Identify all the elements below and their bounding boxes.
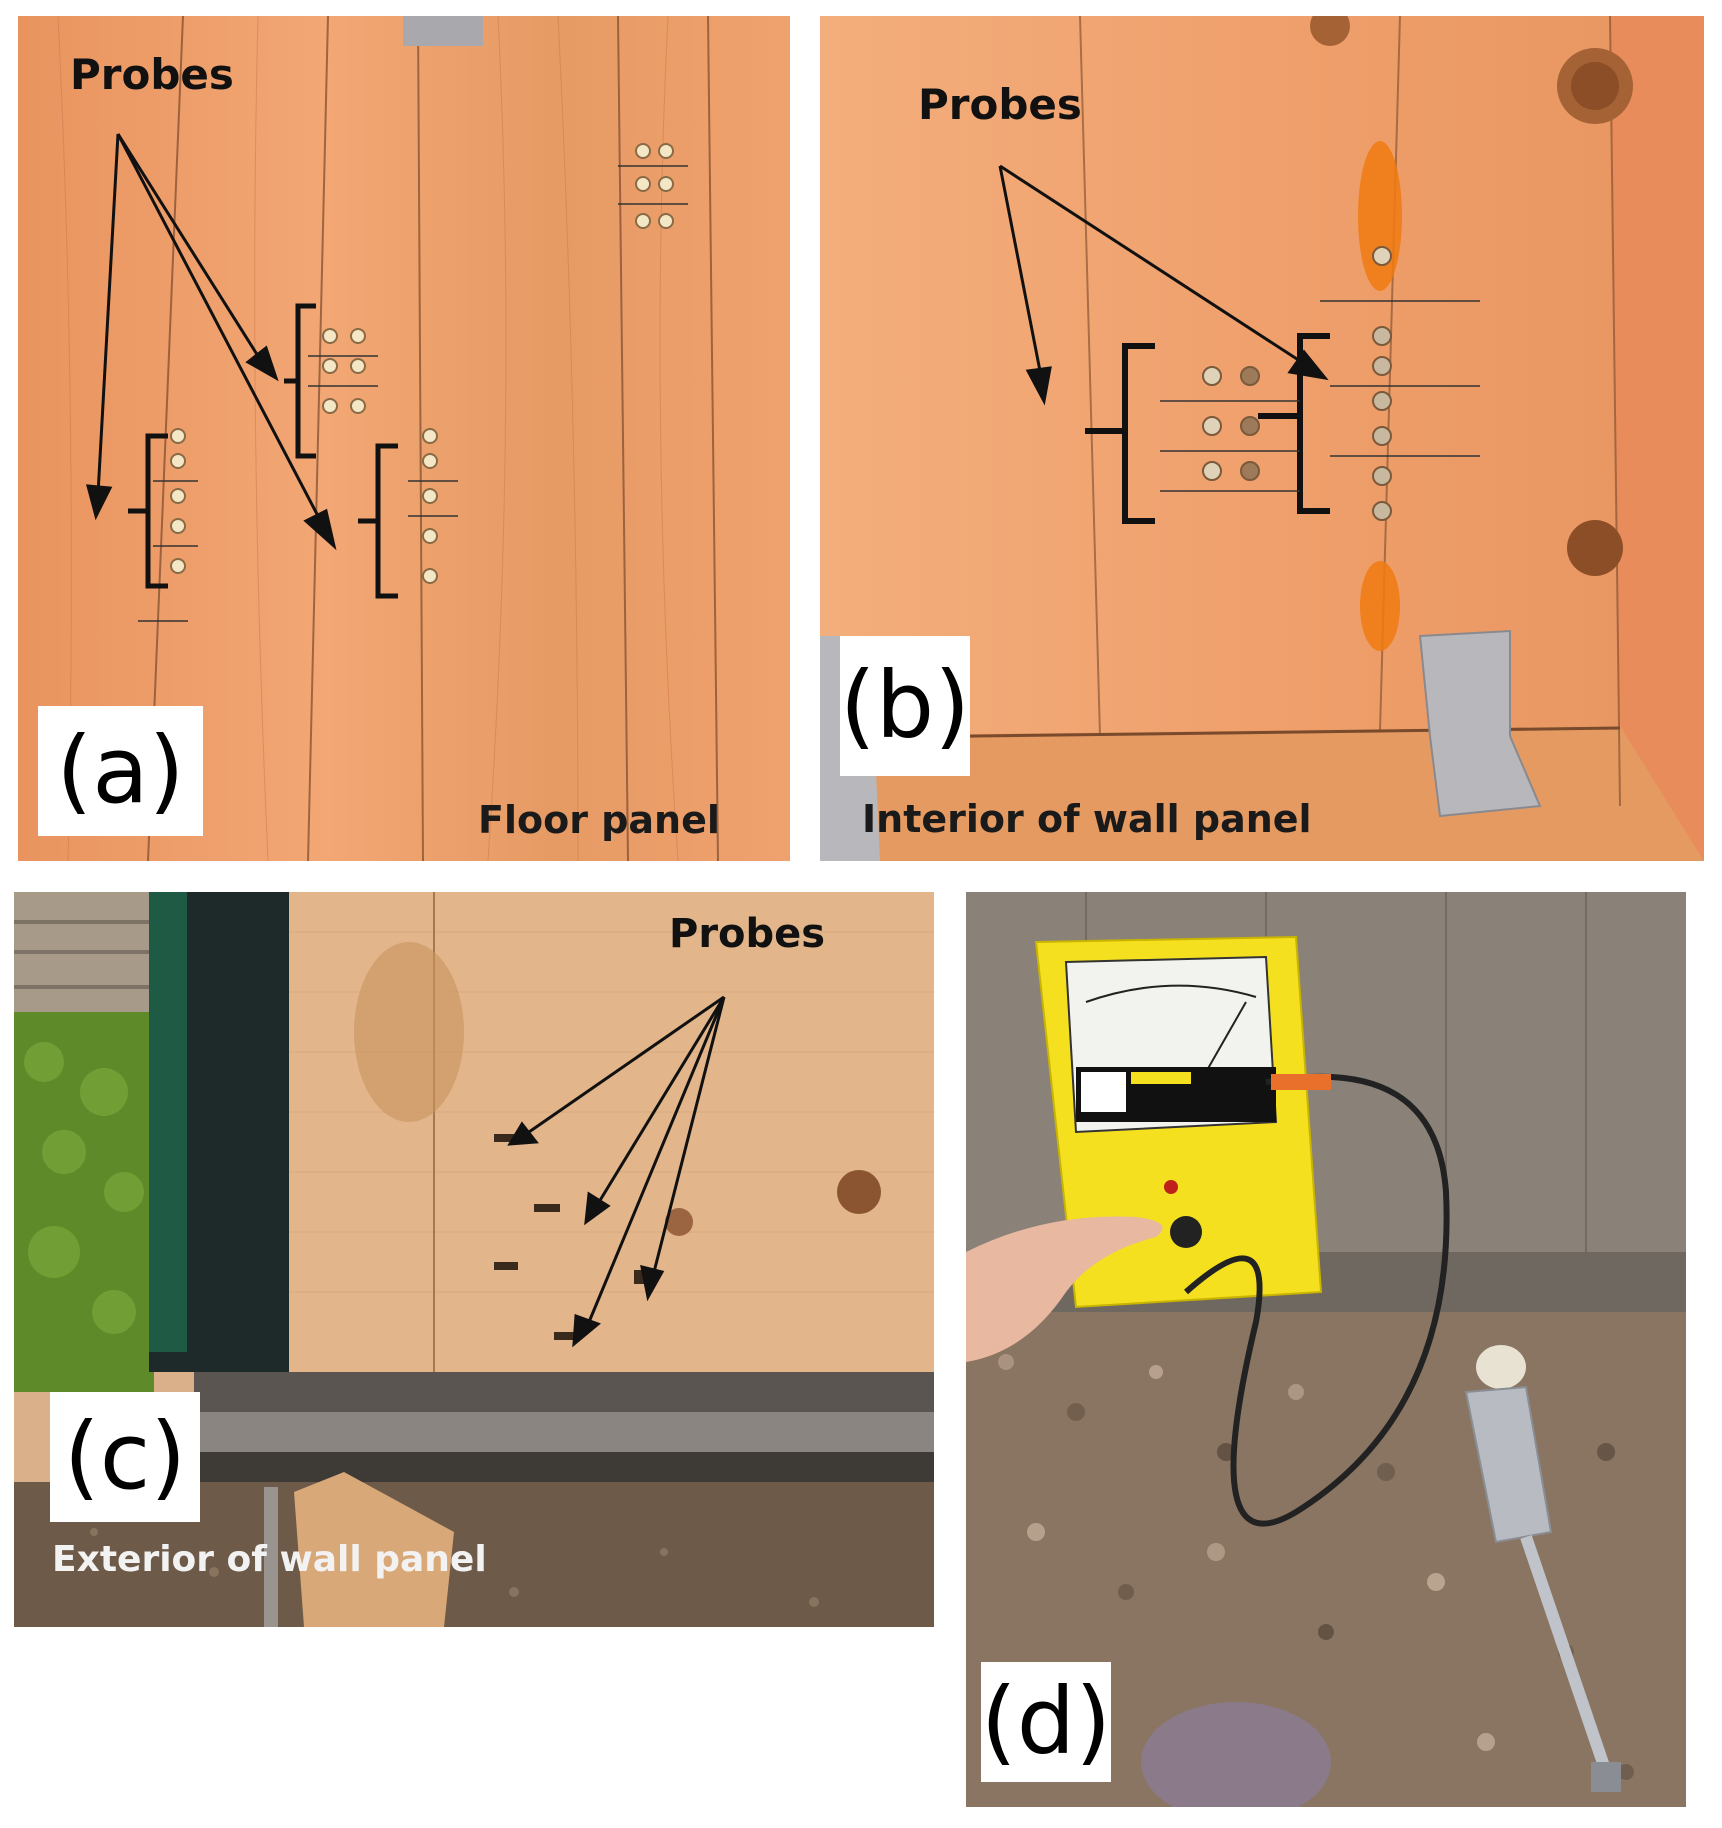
wood-knots xyxy=(1310,16,1633,576)
probes-label: Probes xyxy=(918,80,1082,129)
panel-label-b: (b) xyxy=(840,636,970,776)
meter-cable xyxy=(1184,1073,1450,1527)
floor-panel-photo: Probes (a) Floor panel xyxy=(18,16,790,861)
panel-label-a: (a) xyxy=(38,706,203,836)
probe-arrows xyxy=(85,133,337,551)
shoe xyxy=(1141,1702,1331,1807)
metal-bracket xyxy=(403,16,483,46)
wood-block xyxy=(294,1472,454,1627)
probes-label: Probes xyxy=(669,911,826,957)
wall-interior-photo: Probes (b) Interior of wall panel xyxy=(820,16,1704,861)
cable-connector xyxy=(1271,1074,1331,1090)
wall-exterior-illustration xyxy=(14,892,934,1627)
probes-label: Probes xyxy=(70,50,234,99)
moisture-probe xyxy=(1464,1345,1621,1792)
moisture-meter xyxy=(1034,935,1323,1309)
wall-interior-illustration xyxy=(820,16,1704,861)
probe-holes xyxy=(1202,246,1392,521)
hand xyxy=(966,1216,1163,1362)
panel-label-d: (d) xyxy=(981,1662,1111,1782)
panel-caption-a: Floor panel xyxy=(478,798,720,842)
probe-arrows xyxy=(507,995,726,1348)
panel-caption-c: Exterior of wall panel xyxy=(52,1539,487,1580)
moisture-meter-illustration xyxy=(966,892,1686,1807)
wall-exterior-photo: Probes (c) Exterior of wall panel xyxy=(14,892,934,1627)
probe-holes xyxy=(170,143,674,584)
panel-label-c: (c) xyxy=(50,1392,200,1522)
probe-arrows xyxy=(998,164,1329,406)
moisture-meter-photo: (d) xyxy=(966,892,1686,1807)
panel-caption-b: Interior of wall panel xyxy=(862,797,1312,841)
